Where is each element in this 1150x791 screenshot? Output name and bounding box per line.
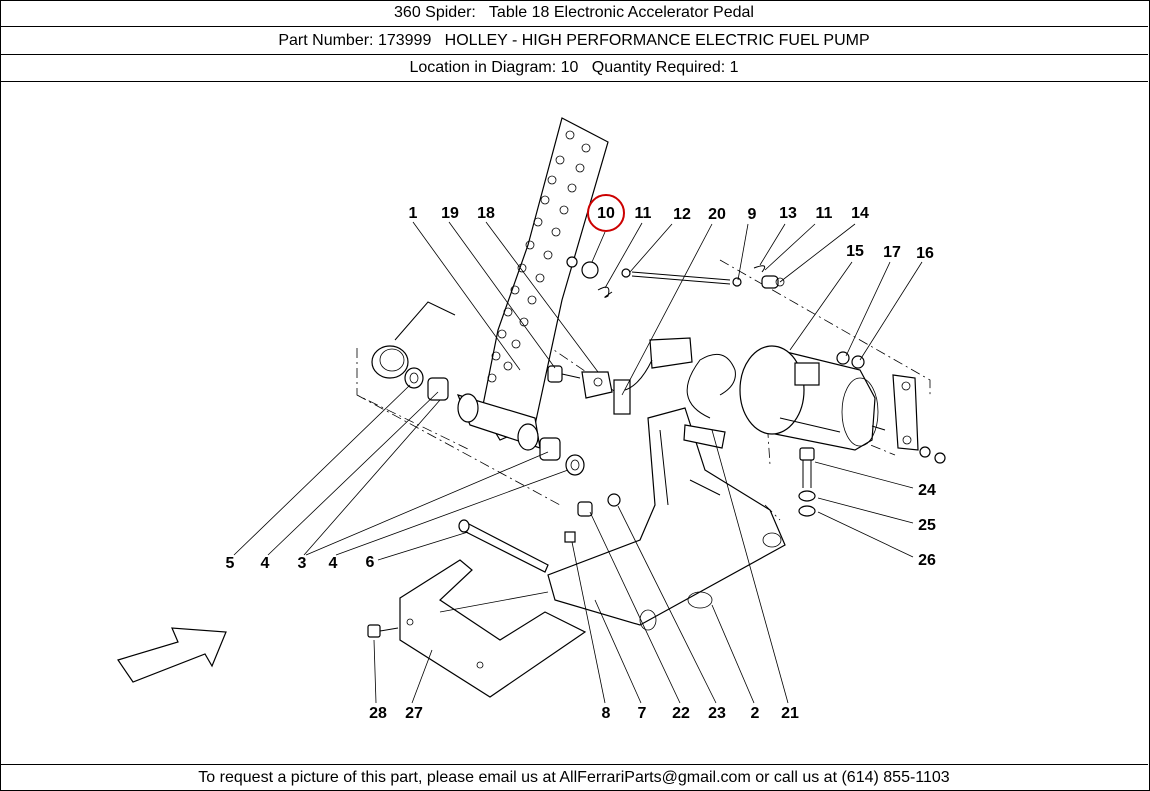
callout-25: 25 <box>918 517 936 534</box>
callout-5: 5 <box>226 555 235 572</box>
callout-19: 19 <box>441 205 459 222</box>
parts-diagram: 1 19 18 10 11 12 20 9 13 11 14 15 17 16 … <box>117 117 946 722</box>
leader-lines <box>233 221 923 704</box>
pedal-arm <box>456 117 609 451</box>
callout-3: 3 <box>298 555 307 572</box>
callout-6: 6 <box>366 554 375 571</box>
callout-11b: 11 <box>816 205 833 222</box>
return-spring <box>371 301 456 379</box>
callout-8: 8 <box>602 705 611 722</box>
callout-21: 21 <box>781 705 799 722</box>
callout-2: 2 <box>751 705 760 722</box>
part-number-line: Part Number: 173999 HOLLEY - HIGH PERFOR… <box>0 27 1148 55</box>
callout-9: 9 <box>748 206 757 223</box>
callout-4b: 4 <box>329 555 338 572</box>
bushings <box>404 367 585 476</box>
guard-plate <box>367 559 587 698</box>
location-line: Location in Diagram: 10 Quantity Require… <box>0 55 1148 82</box>
callout-22: 22 <box>672 705 690 722</box>
callout-26: 26 <box>918 552 936 569</box>
sensor-bracket <box>547 365 613 399</box>
callout-17: 17 <box>883 244 901 261</box>
callout-27: 27 <box>405 705 423 722</box>
callout-15: 15 <box>846 243 864 260</box>
direction-arrow <box>117 627 227 683</box>
actuator-motor <box>739 345 886 451</box>
contact-footer: To request a picture of this part, pleas… <box>0 764 1148 790</box>
callout-1: 1 <box>409 205 418 222</box>
callout-23: 23 <box>708 705 726 722</box>
base-bracket <box>547 407 786 631</box>
mount-bracket <box>836 351 946 464</box>
connector <box>613 337 736 419</box>
callout-4: 4 <box>261 555 270 572</box>
callout-10[interactable]: 10 <box>597 205 615 222</box>
callout-11: 11 <box>635 205 652 222</box>
callout-24: 24 <box>918 482 936 499</box>
diagram-title: 360 Spider: Table 18 Electronic Accelera… <box>0 0 1148 27</box>
callout-28: 28 <box>369 705 387 722</box>
callout-labels: 1 19 18 10 11 12 20 9 13 11 14 15 17 16 … <box>226 205 936 722</box>
highlight-circle <box>587 194 625 232</box>
callout-20: 20 <box>708 206 726 223</box>
bolt-washers <box>798 447 816 517</box>
callout-14: 14 <box>851 205 869 222</box>
callout-7: 7 <box>638 705 647 722</box>
callout-13: 13 <box>779 205 797 222</box>
linkage-rod <box>566 256 785 298</box>
pedal-holes <box>487 130 591 383</box>
callout-12: 12 <box>673 206 691 223</box>
callout-18: 18 <box>477 205 495 222</box>
callout-16: 16 <box>916 245 934 262</box>
pins-bolts <box>458 493 621 573</box>
